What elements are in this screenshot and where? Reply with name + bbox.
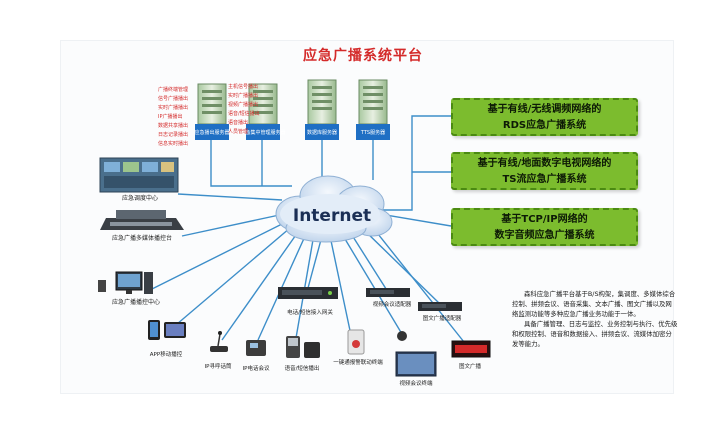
server-4 xyxy=(356,79,390,140)
server-annotations-right: 主机信号播出 实时广播播出 视频广播播出 语音/短信播出 语音播出 人员管理 xyxy=(228,83,260,135)
link-console xyxy=(181,213,285,237)
right-box-rds-line2: RDS应急广播系统 xyxy=(502,120,587,131)
description-paragraph-1: 森科应急广播平台基于B/S构架，集调度、多媒体综合控制、拼频会议、语音采集、文本… xyxy=(512,290,676,318)
voice-devices xyxy=(286,336,320,358)
link-control-center xyxy=(149,221,287,291)
right-box-rds-line1: 基于有线/无线调频网络的 xyxy=(487,104,602,115)
link-image-broadcast xyxy=(369,223,465,343)
video-adapter-label: 视频会议适配器 xyxy=(373,300,412,308)
server-annotations-left: 广播终端管理 信号广播播出 实时广播播出 IP广播播出 数据共享播出 日志记录播… xyxy=(158,86,188,147)
annotation-right-1: 主机信号播出 xyxy=(228,83,258,90)
video-adapter xyxy=(366,288,410,297)
gateway-label: 电话/短信接入网关 xyxy=(287,308,333,316)
right-box-ts-line1: 基于有线/地面数字电视网络的 xyxy=(477,158,612,169)
server-1-label: 应急播出服务器 xyxy=(194,129,229,136)
server-4-label: TTS服务器 xyxy=(360,129,385,136)
link-gateway xyxy=(307,235,323,289)
annotation-left-5: 数据共享播出 xyxy=(158,122,188,129)
link-box3 xyxy=(379,213,452,227)
annotation-right-5: 语音播出 xyxy=(228,119,248,126)
annotation-left-2: 信号广播播出 xyxy=(158,95,188,102)
annotation-right-6: 人员管理 xyxy=(228,128,248,135)
link-alarm xyxy=(329,235,353,341)
voice-label: 语音/短信播出 xyxy=(285,364,320,372)
right-box-ts-line2: TS流应急广播系统 xyxy=(502,174,587,185)
dispatch-center xyxy=(99,157,179,193)
alarm-terminal xyxy=(347,329,365,355)
server-2 xyxy=(246,83,280,140)
annotation-right-2: 实时广播播出 xyxy=(228,92,258,99)
server-2-label: 设备集中管理服务器 xyxy=(240,129,285,136)
link-app xyxy=(169,227,291,331)
app-label: APP移动播控 xyxy=(150,350,183,358)
annotation-left-6: 日志记录播出 xyxy=(158,131,188,138)
image-broadcast-screen xyxy=(451,340,491,358)
link-ip-mic xyxy=(221,231,299,341)
annotation-right-4: 语音/短信播出 xyxy=(228,110,260,117)
annotation-right-3: 视频广播播出 xyxy=(228,101,258,108)
link-voice xyxy=(295,233,315,339)
gateway-device xyxy=(278,287,338,299)
link-dispatch xyxy=(177,193,283,201)
alarm-label-line: 一键通报警联动终端 xyxy=(333,358,383,366)
server-3-label: 数据库服务器 xyxy=(307,129,337,136)
image-adapter-label: 图文广播适配器 xyxy=(423,314,462,322)
video-terminal-label: 视频会议终端 xyxy=(399,379,433,387)
link-image-adapter xyxy=(361,227,441,305)
internet-label: Internet xyxy=(293,206,371,226)
image-broadcast-label: 图文广播 xyxy=(459,362,482,370)
control-center xyxy=(98,271,153,294)
network-links xyxy=(149,115,465,343)
dispatch-center-label: 应急调度中心 xyxy=(122,194,158,202)
link-video-terminal xyxy=(341,233,403,335)
control-center-label: 应急广播播控中心 xyxy=(112,298,160,306)
server-group xyxy=(195,79,390,140)
link-server1 xyxy=(210,140,292,187)
app-devices xyxy=(148,320,186,340)
right-box-ts: 基于有线/地面数字电视网络的 TS流应急广播系统 xyxy=(451,152,638,190)
ip-phone xyxy=(246,340,266,356)
right-box-ip: 基于TCP/IP网络的 数字音频应急广播系统 xyxy=(451,208,638,246)
video-conference-terminal xyxy=(395,331,437,377)
ip-phone-label: IP电话会议 xyxy=(243,364,270,372)
annotation-left-1: 广播终端管理 xyxy=(158,86,188,93)
link-video-adapter xyxy=(349,231,389,293)
right-box-rds: 基于有线/无线调频网络的 RDS应急广播系统 xyxy=(451,98,638,136)
diagram-title: 应急广播系统平台 xyxy=(303,48,423,64)
ip-mic-label: IP寻呼话筒 xyxy=(205,362,232,370)
annotation-left-3: 实时广播播出 xyxy=(158,104,188,111)
server-3 xyxy=(305,79,339,140)
right-box-ip-line1: 基于TCP/IP网络的 xyxy=(501,214,588,225)
description-text: 森科应急广播平台基于B/S构架，集调度、多媒体综合控制、拼频会议、语音采集、文本… xyxy=(512,289,678,349)
multimedia-console-label: 应急广播多媒体播控台 xyxy=(112,234,172,242)
link-box1 xyxy=(380,115,451,211)
description-paragraph-2: 具备广播管理、日志与监控、业务控制与执行、优先级和权限控制、语音和数据接入、拼频… xyxy=(512,320,678,348)
multimedia-console xyxy=(100,210,184,230)
annotation-left-7: 信息实时播出 xyxy=(158,140,188,147)
right-box-ip-line2: 数字音频应急广播系统 xyxy=(494,230,595,241)
internet-cloud xyxy=(275,175,393,243)
server-1 xyxy=(195,83,229,140)
annotation-left-4: IP广播播出 xyxy=(158,113,183,120)
ip-mic xyxy=(210,331,228,352)
image-adapter xyxy=(418,302,462,311)
